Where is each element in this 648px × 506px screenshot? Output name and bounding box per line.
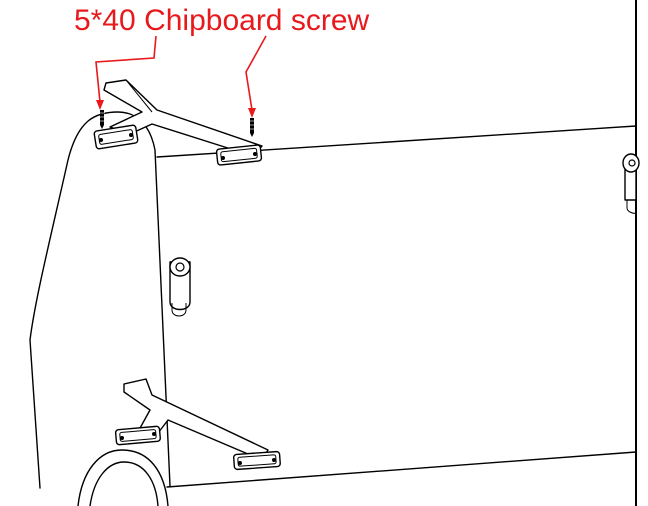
right-leader-arrow bbox=[248, 108, 256, 118]
callout-leaders bbox=[95, 35, 267, 118]
callout-label: 5*40 Chipboard screw bbox=[74, 4, 370, 37]
bottom-left-foot bbox=[114, 425, 161, 446]
left-dowel bbox=[169, 257, 191, 317]
top-t-bracket bbox=[93, 79, 263, 166]
left-leader-arrow bbox=[96, 100, 104, 110]
right-leader-line bbox=[245, 35, 267, 111]
bottom-right-foot bbox=[232, 450, 281, 471]
top-right-foot bbox=[215, 144, 263, 166]
right-dowel bbox=[622, 153, 640, 214]
top-left-foot bbox=[93, 124, 139, 150]
bottom-t-bracket bbox=[114, 378, 281, 471]
left-leader-line bbox=[95, 35, 157, 103]
right-screw bbox=[249, 118, 255, 137]
left-screw bbox=[99, 110, 105, 129]
curved-handle bbox=[77, 449, 169, 506]
